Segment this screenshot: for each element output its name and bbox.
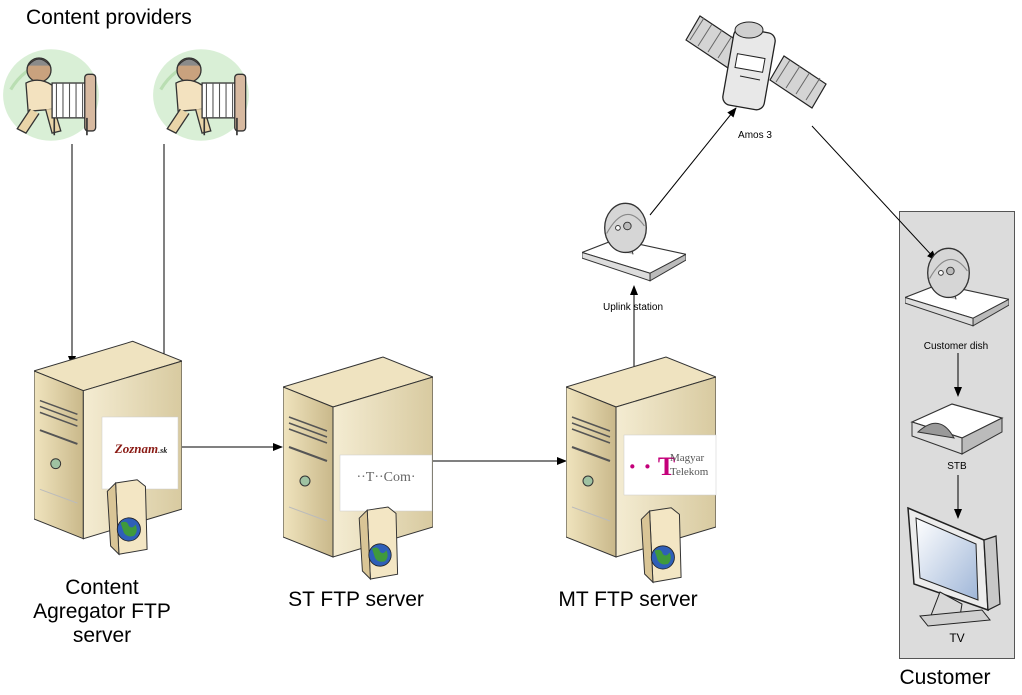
arrow-satellite-to-customer-dish	[811, 125, 937, 261]
telekom-text: Telekom	[670, 466, 709, 478]
tv-label: TV	[949, 631, 965, 645]
tv	[907, 506, 1001, 627]
st-server	[283, 356, 433, 580]
folder-globe-icon	[106, 479, 148, 555]
satellite-label: Amos 3	[738, 130, 772, 141]
provider-1	[2, 47, 100, 143]
st-server-label: ST FTP server	[288, 588, 424, 611]
magyar-text: Magyar	[670, 452, 705, 464]
folder-globe-icon	[358, 506, 399, 580]
customer-title: Customer	[899, 666, 991, 689]
person-with-files-icon	[2, 47, 100, 143]
satellite	[685, 15, 827, 111]
tcom-logo: ··T··Com·	[356, 470, 416, 485]
satellite-icon	[685, 15, 827, 111]
tv-icon	[907, 506, 1001, 627]
arrow-uplink-to-satellite	[649, 107, 737, 216]
satellite-dish-icon	[582, 202, 686, 282]
telekom-t-icon: · · T	[628, 452, 676, 481]
satellite-dish-icon	[905, 247, 1009, 327]
customer-dish	[905, 247, 1009, 327]
stb-label: STB	[947, 461, 967, 472]
set-top-box-icon	[910, 403, 1004, 455]
uplink-station	[582, 202, 686, 282]
zoznam-logo-suffix: .sk	[158, 446, 168, 455]
mt-server	[566, 355, 717, 583]
page-title: Content providers	[26, 6, 192, 29]
zoznam-logo-text: Zoznam	[114, 441, 159, 456]
person-with-files-icon	[152, 47, 250, 143]
aggregator-label: Content Agregator FTP server	[33, 576, 171, 648]
stb	[910, 403, 1004, 455]
magyar-telekom-logo: · · T Magyar Telekom	[626, 448, 716, 488]
uplink-label: Uplink station	[602, 302, 664, 313]
zoznam-logo: Zoznam.sk	[104, 441, 178, 457]
aggregator-server	[34, 340, 182, 555]
folder-globe-icon	[640, 507, 682, 583]
mt-server-label: MT FTP server	[558, 588, 698, 611]
arrows	[68, 107, 962, 519]
provider-2	[152, 47, 250, 143]
customer-dish-label: Customer dish	[923, 341, 989, 352]
